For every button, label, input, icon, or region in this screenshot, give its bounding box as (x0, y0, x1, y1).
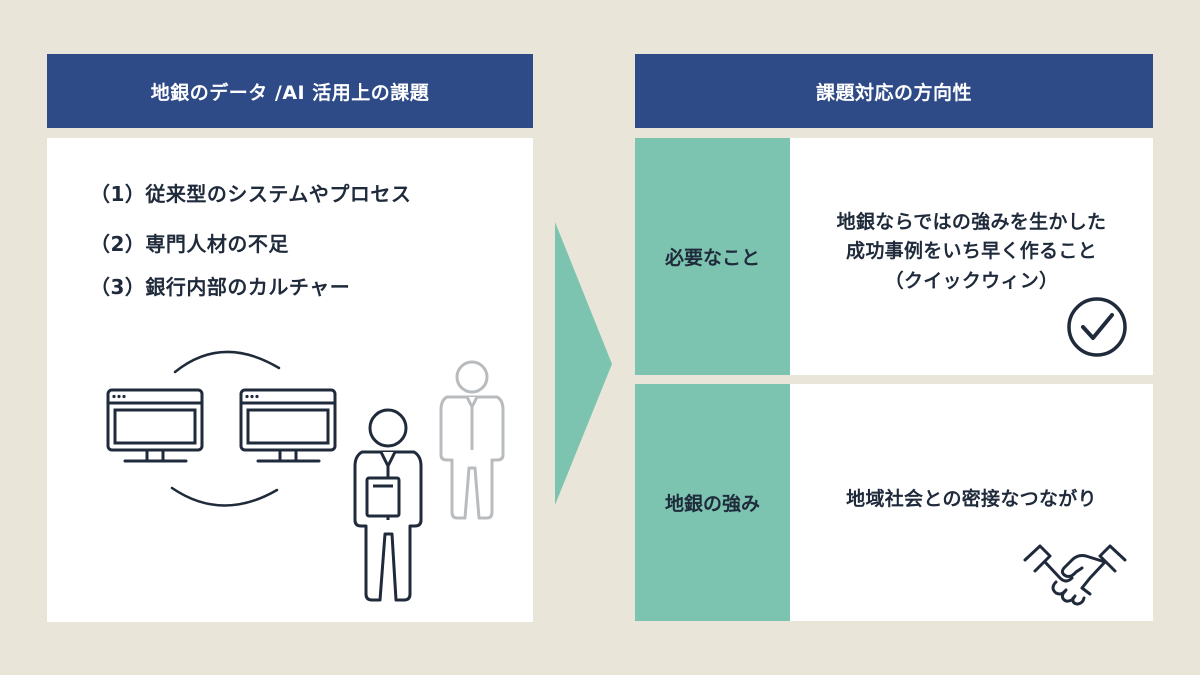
cycle-arrows-icon (170, 350, 281, 507)
strengths-description: 地域社会との密接なつながり (790, 485, 1153, 514)
left-panel-body (47, 138, 533, 622)
needs-line-3: （クイックウィン） (884, 269, 1059, 292)
handshake-icon (1023, 544, 1127, 606)
issue-item-2: （2）専門人材の不足 (90, 232, 289, 256)
direction-arrow-icon (555, 222, 612, 505)
row-content-strengths (790, 384, 1153, 621)
needs-line-2: 成功事例をいち早く作ること (846, 240, 1097, 263)
row-label-needs: 必要なこと (635, 138, 790, 375)
issue-item-3: （3）銀行内部のカルチャー (90, 275, 351, 299)
legacy-systems-illustration (106, 350, 505, 602)
right-panel-title: 課題対応の方向性 (635, 54, 1153, 128)
needs-line-1: 地銀ならではの強みを生かした (836, 211, 1107, 233)
row-label-strengths: 地銀の強み (635, 384, 790, 621)
person-gray-icon (439, 360, 505, 520)
strengths-line-1: 地域社会との密接なつながり (846, 488, 1097, 510)
check-circle-icon (1067, 297, 1127, 357)
row-label-text: 必要なこと (664, 247, 760, 269)
person-icon (353, 408, 423, 602)
computer-monitor-icon (239, 388, 337, 463)
needs-description: 地銀ならではの強みを生かした 成功事例をいち早く作ること （クイックウィン） (790, 208, 1153, 296)
left-panel-title: 地銀のデータ /AI 活用上の課題 (47, 54, 533, 128)
computer-monitor-icon (106, 388, 204, 463)
issue-item-1: （1）従来型のシステムやプロセス (90, 182, 412, 206)
row-label-text: 地銀の強み (664, 493, 760, 515)
